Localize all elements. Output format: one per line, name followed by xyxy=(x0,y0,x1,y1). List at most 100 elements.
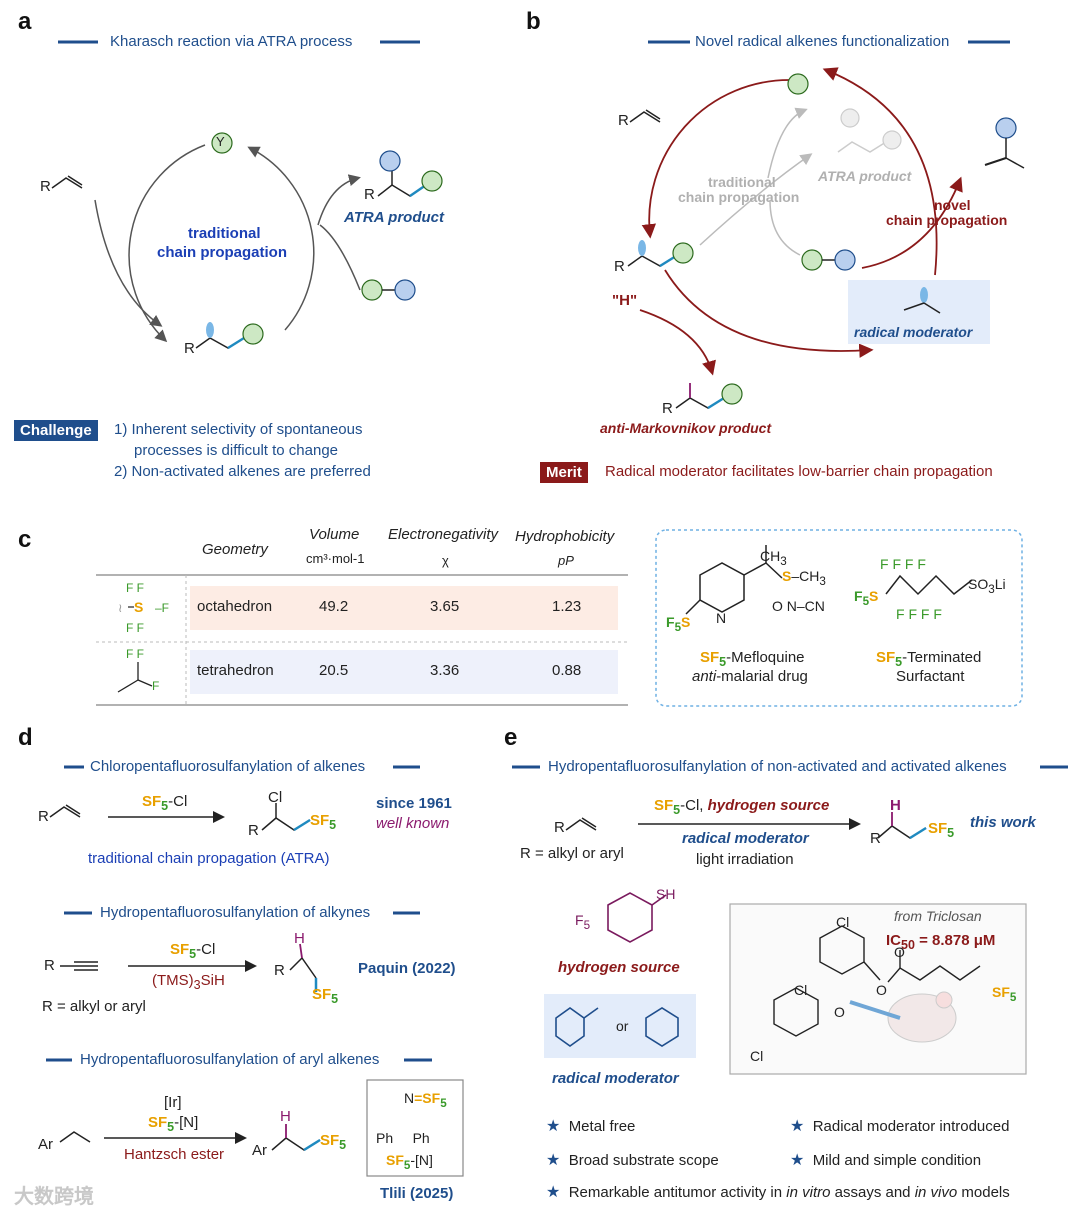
svg-text:–F: –F xyxy=(155,601,169,615)
yx-entry-arrow xyxy=(319,224,361,291)
feature-item: ★ Radical moderator introduced xyxy=(790,1118,1010,1135)
svg-text:F: F xyxy=(152,679,159,693)
merit-tag: Merit xyxy=(540,462,588,483)
moderator-arrow xyxy=(664,269,874,358)
h-arrow xyxy=(639,309,716,376)
panel-label-a: a xyxy=(18,8,32,35)
y-group-icon xyxy=(242,323,264,345)
reagent: SF5-Cl, hydrogen source xyxy=(654,797,830,817)
panel-e-title: Hydropentafluorosulfanylation of non-act… xyxy=(548,758,1007,775)
alkene-entry-arrow xyxy=(94,199,163,327)
triclosan-label: from Triclosan xyxy=(894,908,982,924)
cell-geometry: tetrahedron xyxy=(197,662,274,679)
y-group-icon xyxy=(361,279,383,301)
reference: Paquin (2022) xyxy=(358,960,456,977)
triclosan-box xyxy=(729,903,1027,1075)
col-subheader: cm³·mol-1 xyxy=(306,551,365,566)
col-header: Hydrophobicity xyxy=(515,528,615,545)
example-1-name: SF5-Mefloquine xyxy=(700,649,805,669)
panel-label-b: b xyxy=(526,8,541,35)
x-group-icon xyxy=(840,108,860,128)
ic50-label: IC50 = 8.878 μM xyxy=(886,932,996,952)
y-group-icon xyxy=(421,170,443,192)
cycle-arrow-right xyxy=(247,146,315,331)
moderator-box xyxy=(848,280,990,344)
tlili-box xyxy=(366,1079,464,1177)
svg-text:S: S xyxy=(134,599,143,615)
y-radical-label: Y xyxy=(216,134,225,149)
y-group-icon xyxy=(672,242,694,264)
section-title: Chloropentafluorosulfanylation of alkene… xyxy=(90,758,366,775)
anti-markovnikov-label: anti-Markovnikov product xyxy=(600,420,772,436)
svg-text:≀: ≀ xyxy=(118,601,123,615)
row-highlight xyxy=(190,650,618,694)
row-highlight xyxy=(190,586,618,630)
cell-pp: 0.88 xyxy=(552,662,582,679)
y-group-icon xyxy=(882,130,902,150)
section-title: Hydropentafluorosulfanylation of alkynes xyxy=(100,904,371,921)
feature-item: ★ Remarkable antitumor activity in in vi… xyxy=(546,1184,1010,1201)
moderator-label: radical moderator xyxy=(552,1070,679,1087)
y-group-icon xyxy=(721,383,743,405)
feature-item: ★ Mild and simple condition xyxy=(790,1152,982,1169)
radical-orbital-icon xyxy=(206,322,214,338)
panel-b-title: Novel radical alkenes functionalization xyxy=(695,33,950,50)
merit-text: Radical moderator facilitates low-barrie… xyxy=(605,463,993,480)
challenge-tag: Challenge xyxy=(14,420,98,441)
svg-text:F F: F F xyxy=(126,647,144,661)
reagent: Hantzsch ester xyxy=(124,1146,225,1163)
x-group-icon xyxy=(995,117,1017,139)
col-subheader: χ xyxy=(442,553,449,568)
condition: light irradiation xyxy=(696,851,794,868)
novel-label: chain propagation xyxy=(886,212,1008,228)
panel-label-e: e xyxy=(504,724,518,751)
moderator-box xyxy=(544,994,696,1058)
svg-text:F F: F F xyxy=(126,581,144,595)
example-1-desc: anti-malarial drug xyxy=(692,668,808,685)
reagent: SF5-Cl xyxy=(142,793,188,813)
challenge-item: 2) Non-activated alkenes are preferred xyxy=(114,463,371,480)
section-title: Hydropentafluorosulfanylation of aryl al… xyxy=(80,1051,380,1068)
feature-item: ★ Metal free xyxy=(546,1118,636,1135)
h-label: "H" xyxy=(612,292,638,309)
cell-chi: 3.65 xyxy=(430,598,460,615)
atra-product-label: ATRA product xyxy=(818,168,912,184)
example-2-desc: Surfactant xyxy=(896,668,965,685)
cycle-arrow-left xyxy=(128,144,206,343)
cycle-label: chain propagation xyxy=(157,244,288,261)
traditional-label: traditional xyxy=(708,174,776,190)
r-definition: R = alkyl or aryl xyxy=(42,998,146,1015)
reagent: SF5-[N] xyxy=(148,1114,199,1134)
cycle-label: traditional xyxy=(188,225,261,242)
moderator-label: radical moderator xyxy=(854,324,973,340)
year-label: since 1961 xyxy=(376,795,452,812)
novel-arrow xyxy=(861,176,963,269)
h-source-label: hydrogen source xyxy=(558,959,680,976)
reagent: (TMS)3SiH xyxy=(152,972,225,992)
panel-label-c: c xyxy=(18,526,32,553)
reagent: SF5-Cl xyxy=(170,941,216,961)
alkene-bond xyxy=(51,177,83,189)
col-header: Volume xyxy=(309,526,360,543)
traditional-label: chain propagation xyxy=(678,189,800,205)
caption: traditional chain propagation (ATRA) xyxy=(88,850,330,867)
x-group-icon xyxy=(379,150,401,172)
cell-volume: 20.5 xyxy=(319,662,349,679)
panel-label-d: d xyxy=(18,724,33,751)
feature-item: ★ Broad substrate scope xyxy=(546,1152,719,1169)
novel-label: novel xyxy=(934,197,971,213)
catalyst: [Ir] xyxy=(164,1094,182,1111)
syringe-icon xyxy=(849,1000,901,1020)
reference: Tlili (2025) xyxy=(380,1185,454,1202)
example-2-name: SF5-Terminated xyxy=(876,649,982,669)
atra-product-label: ATRA product xyxy=(344,209,444,226)
cell-geometry: octahedron xyxy=(197,598,273,615)
col-subheader: pP xyxy=(558,553,574,568)
or-label: or xyxy=(616,1018,629,1034)
cell-pp: 1.23 xyxy=(552,598,582,615)
note-label: well known xyxy=(376,815,450,832)
x-group-icon xyxy=(394,279,416,301)
product-arrow xyxy=(317,174,361,226)
reagent: radical moderator xyxy=(682,830,809,847)
